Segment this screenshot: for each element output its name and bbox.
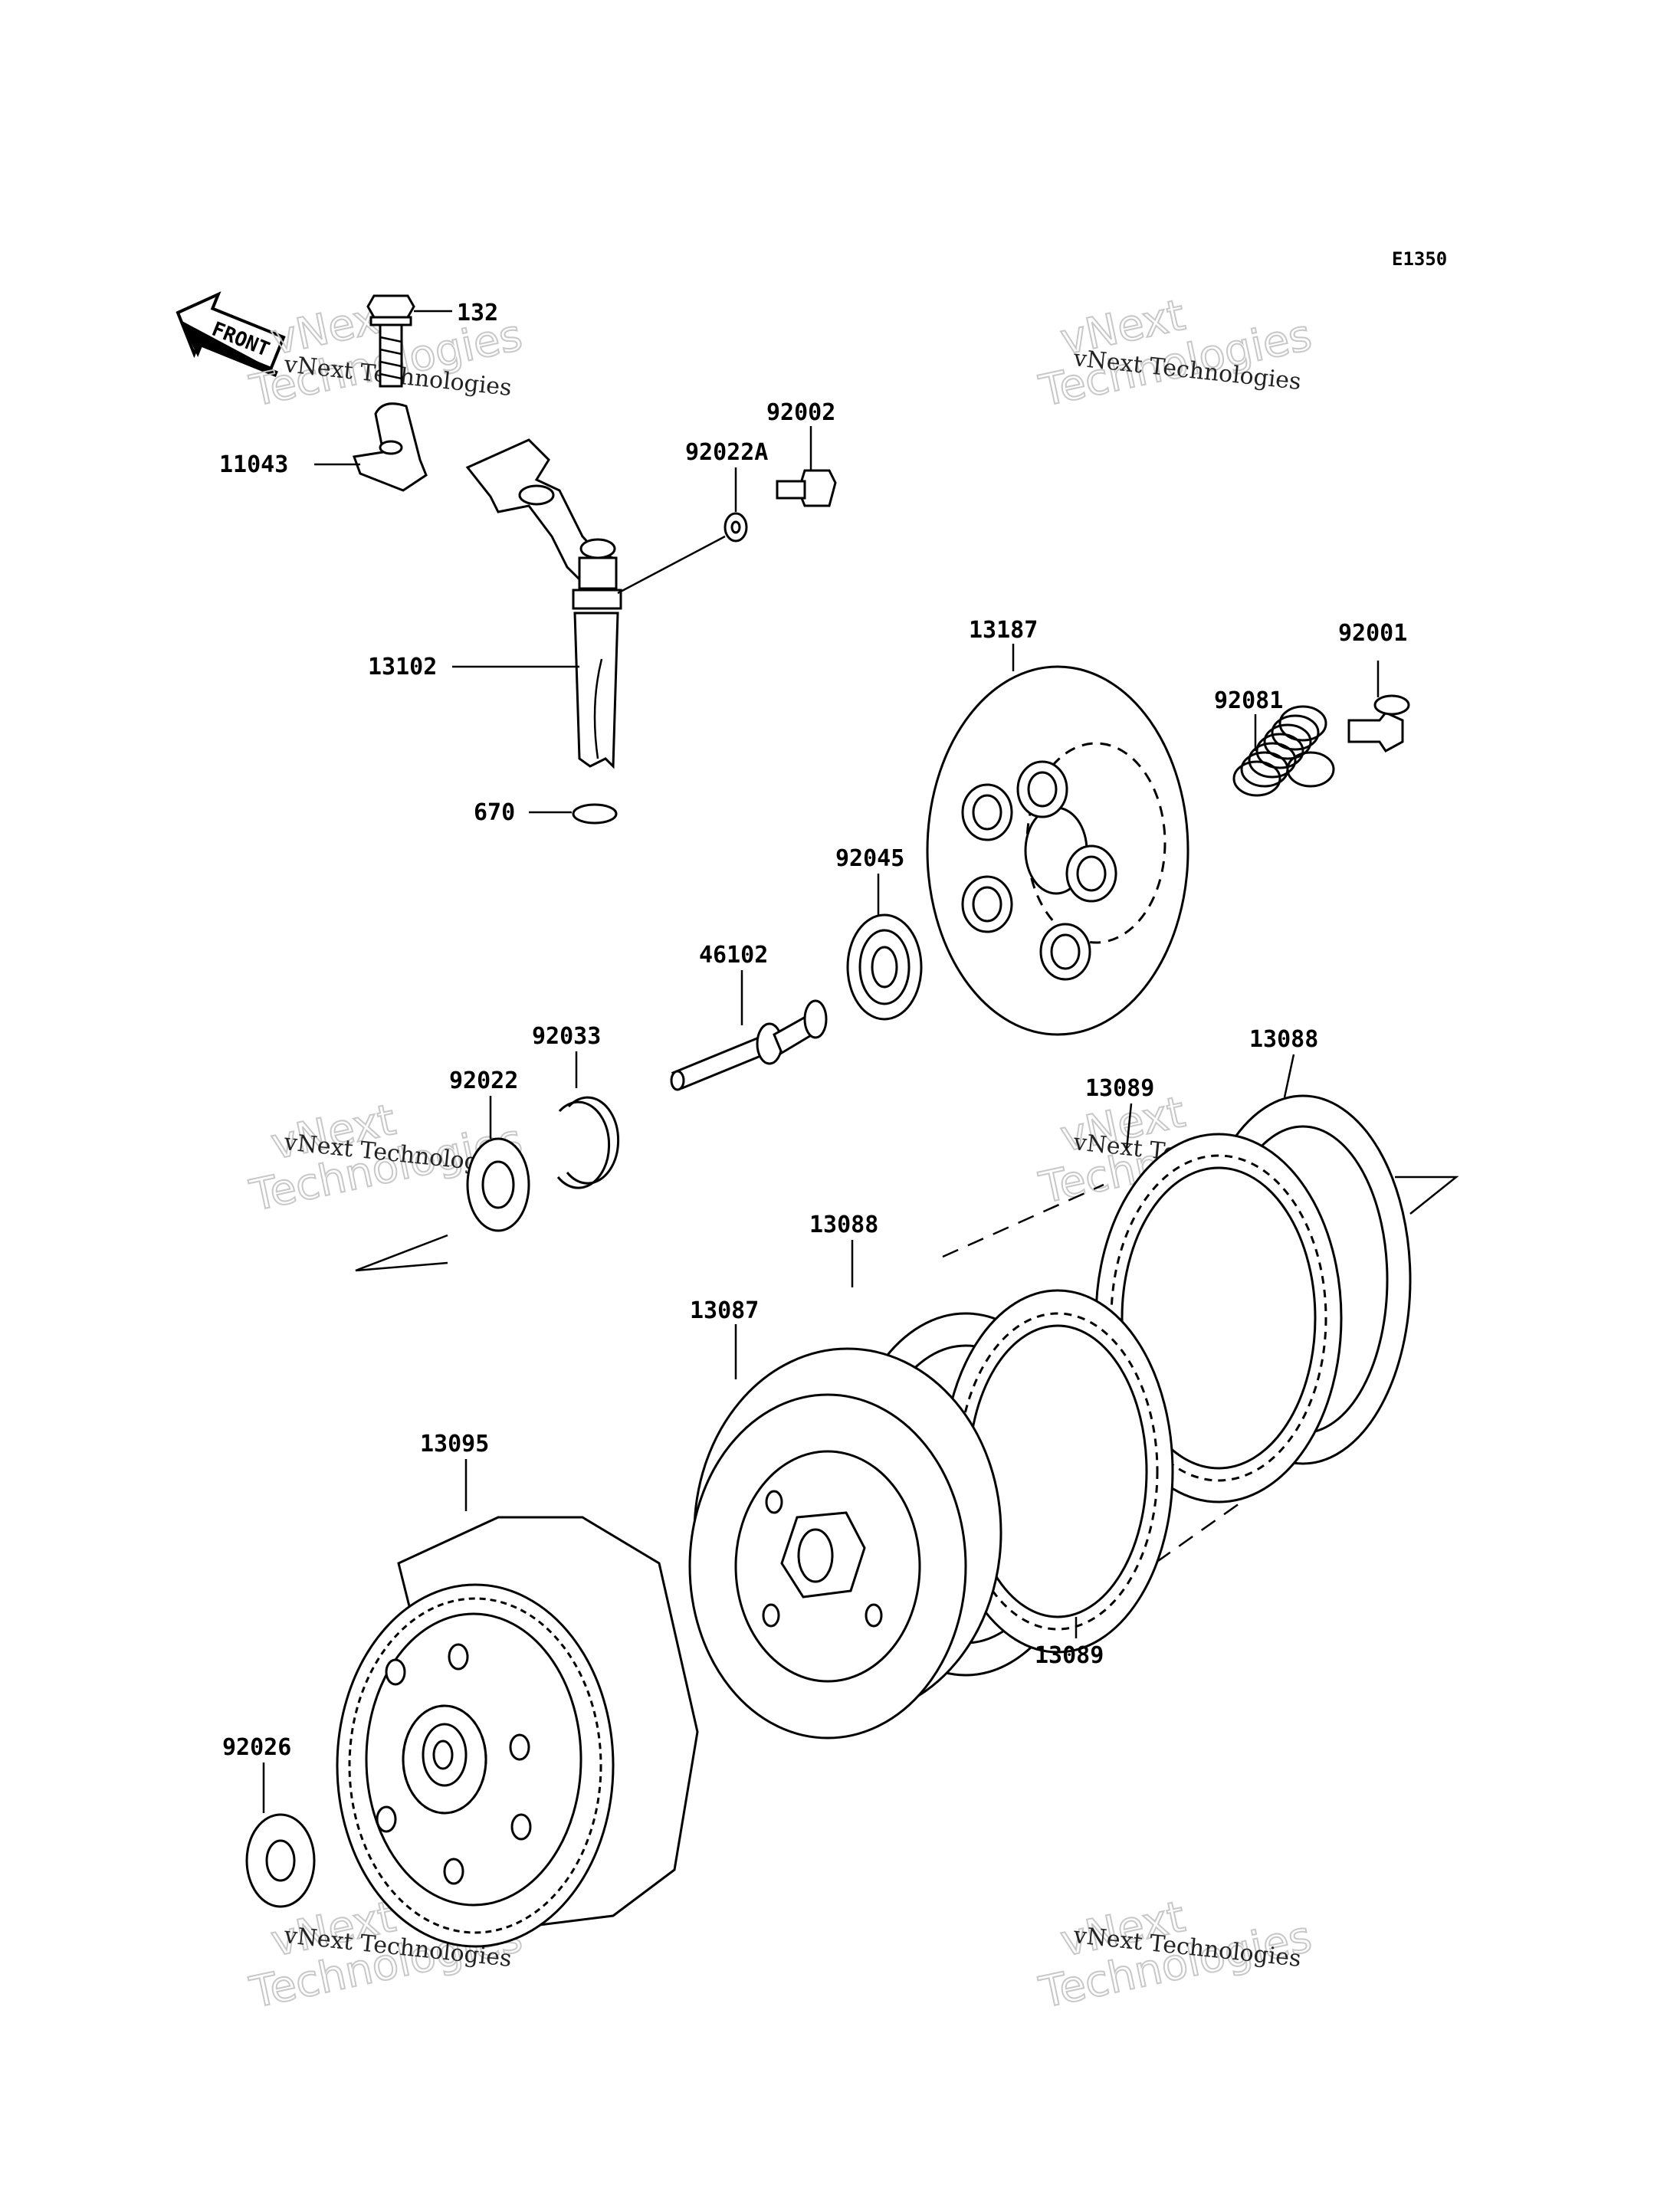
label-13088-upper: 13088: [1249, 1026, 1318, 1053]
label-92022A: 92022A: [685, 439, 768, 466]
part-11043-clamp[interactable]: [314, 402, 428, 492]
label-92026: 92026: [222, 1734, 291, 1761]
part-92026-washer[interactable]: [245, 1763, 316, 1908]
label-92001: 92001: [1338, 620, 1407, 647]
part-92045-bearing[interactable]: [846, 874, 923, 1021]
part-670-o-ring[interactable]: [529, 803, 618, 825]
part-13102-release-shaft[interactable]: [452, 438, 622, 769]
label-13089-lower: 13089: [1035, 1642, 1104, 1669]
part-labels: 132 11043 92002 92022A 13102 670 13187 9…: [219, 300, 1407, 1761]
label-92045: 92045: [835, 845, 904, 872]
part-92081-spring[interactable]: [1232, 705, 1335, 797]
part-13187-pressure-plate[interactable]: [926, 644, 1189, 1036]
part-132-bolt[interactable]: [366, 294, 452, 388]
label-13088-lower: 13088: [809, 1212, 878, 1238]
label-92022: 92022: [449, 1067, 518, 1094]
part-92001-bolt[interactable]: [1347, 661, 1410, 753]
part-46102-push-rod[interactable]: [670, 970, 828, 1091]
part-92033-circlip[interactable]: [556, 1051, 620, 1189]
part-13095-clutch-housing[interactable]: [336, 1459, 699, 1948]
label-92081: 92081: [1214, 687, 1283, 714]
label-132: 132: [457, 300, 498, 326]
label-11043: 11043: [219, 451, 288, 478]
label-92033: 92033: [532, 1023, 601, 1050]
part-13087-clutch-hub[interactable]: [688, 1324, 1002, 1740]
label-92002: 92002: [766, 399, 835, 426]
label-13089-upper: 13089: [1085, 1075, 1154, 1102]
diagram-code: E1350: [1392, 248, 1447, 270]
label-13102: 13102: [368, 654, 437, 680]
assembly-dashed-lines: [942, 1183, 1242, 1595]
part-92002-bolt[interactable]: [776, 426, 837, 507]
pressure-plate-bosses: [961, 760, 1117, 981]
label-13095: 13095: [420, 1431, 489, 1458]
part-92022-washer[interactable]: [466, 1096, 530, 1232]
label-670: 670: [474, 799, 515, 826]
part-92022A-washer[interactable]: [617, 467, 748, 595]
label-13187: 13187: [969, 617, 1038, 644]
label-46102: 46102: [699, 942, 768, 969]
label-13087: 13087: [690, 1297, 759, 1324]
shaft-centerline: [355, 1176, 1459, 1272]
